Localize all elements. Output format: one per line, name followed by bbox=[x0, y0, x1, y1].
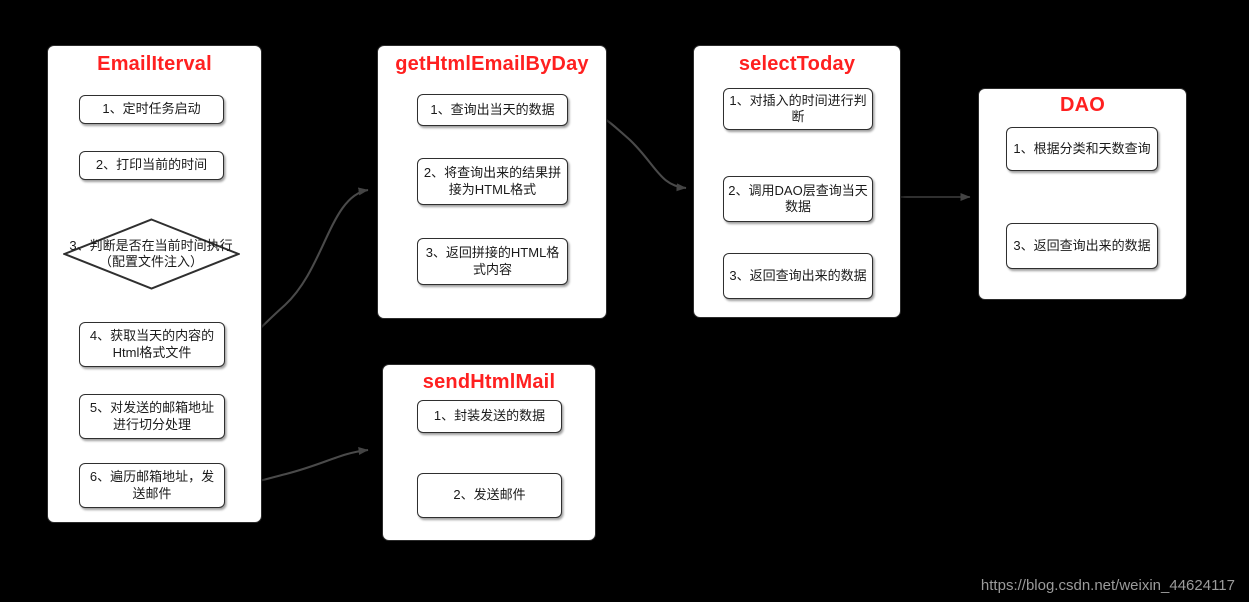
node-st-2[interactable]: 2、调用DAO层查询当天数据 bbox=[723, 176, 873, 222]
node-ei-2[interactable]: 2、打印当前的时间 bbox=[79, 151, 224, 180]
node-ei-6[interactable]: 6、遍历邮箱地址，发送邮件 bbox=[79, 463, 225, 508]
lane-title-sendhtmlmail: sendHtmlMail bbox=[422, 371, 556, 393]
node-ei-5[interactable]: 5、对发送的邮箱地址进行切分处理 bbox=[79, 394, 225, 439]
lane-dao[interactable]: DAO 1、根据分类和天数查询 3、返回查询出来的数据 bbox=[978, 88, 1187, 300]
node-ei-3-label: 3、判断是否在当前时间执行（配置文件注入） bbox=[69, 237, 233, 269]
node-dao-3[interactable]: 3、返回查询出来的数据 bbox=[1006, 223, 1158, 269]
watermark-url: https://blog.csdn.net/weixin_44624117 bbox=[980, 577, 1235, 594]
lane-title-emailiterval: EmailIterval bbox=[97, 53, 212, 75]
lane-gethtmlemailbyday[interactable]: getHtmlEmailByDay 1、查询出当天的数据 2、将查询出来的结果拼… bbox=[377, 45, 607, 319]
lane-emailiterval[interactable]: EmailIterval 1、定时任务启动 2、打印当前的时间 3、判断是否在当… bbox=[47, 45, 262, 523]
lane-title-gethtmlemailbyday: getHtmlEmailByDay bbox=[395, 53, 589, 75]
node-st-3[interactable]: 3、返回查询出来的数据 bbox=[723, 253, 873, 299]
node-ei-1[interactable]: 1、定时任务启动 bbox=[79, 95, 224, 124]
node-st-1[interactable]: 1、对插入的时间进行判断 bbox=[723, 88, 873, 130]
lane-sendhtmlmail[interactable]: sendHtmlMail 1、封装发送的数据 2、发送邮件 bbox=[382, 364, 596, 541]
lane-selecttoday[interactable]: selectToday 1、对插入的时间进行判断 2、调用DAO层查询当天数据 … bbox=[693, 45, 901, 318]
node-dao-1[interactable]: 1、根据分类和天数查询 bbox=[1006, 127, 1158, 171]
node-ei-3[interactable]: 3、判断是否在当前时间执行（配置文件注入） bbox=[63, 218, 240, 290]
node-gh-2[interactable]: 2、将查询出来的结果拼接为HTML格式 bbox=[417, 158, 568, 205]
node-sm-2[interactable]: 2、发送邮件 bbox=[417, 473, 562, 518]
lane-title-selecttoday: selectToday bbox=[738, 53, 856, 75]
node-gh-3[interactable]: 3、返回拼接的HTML格式内容 bbox=[417, 238, 568, 285]
node-ei-4[interactable]: 4、获取当天的内容的Html格式文件 bbox=[79, 322, 225, 367]
node-gh-1[interactable]: 1、查询出当天的数据 bbox=[417, 94, 568, 126]
lane-title-dao: DAO bbox=[1059, 94, 1106, 116]
node-sm-1[interactable]: 1、封装发送的数据 bbox=[417, 400, 562, 433]
